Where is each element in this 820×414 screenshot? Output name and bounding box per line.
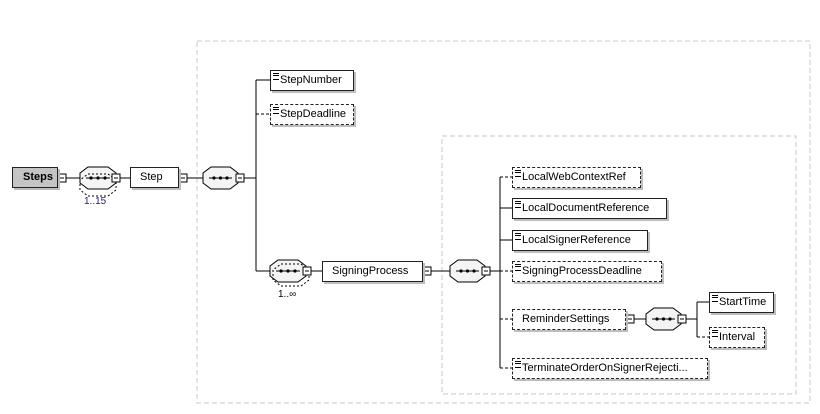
collapse-toggle-steps[interactable]	[57, 173, 67, 183]
element-local-document-reference[interactable]: LocalDocumentReference	[512, 198, 667, 219]
element-signing-process-deadline[interactable]: SigningProcessDeadline	[512, 261, 662, 282]
sequence-compositor-reminder[interactable]	[645, 307, 682, 331]
signing-content-group	[441, 135, 797, 395]
sequence-compositor-signing-process[interactable]	[449, 259, 486, 283]
collapse-toggle-step[interactable]	[178, 173, 188, 183]
element-signing-process-deadline-label: SigningProcessDeadline	[522, 265, 642, 277]
annotation-icon	[515, 233, 521, 240]
steps-multiplicity: 1..15	[84, 196, 107, 207]
annotation-icon	[712, 295, 718, 302]
element-reminder-settings[interactable]: ReminderSettings	[512, 309, 626, 330]
element-step[interactable]: Step	[130, 167, 179, 188]
element-terminate-order-label: TerminateOrderOnSignerRejecti...	[522, 362, 688, 374]
element-interval-label: Interval	[719, 331, 756, 343]
annotation-icon	[712, 330, 718, 337]
element-start-time-label: StartTime	[719, 296, 767, 308]
annotation-icon	[273, 107, 279, 114]
step-content-group	[196, 40, 811, 404]
element-step-deadline-label: StepDeadline	[280, 108, 347, 120]
element-local-web-context-ref[interactable]: LocalWebContextRef	[512, 167, 641, 188]
element-start-time[interactable]: StartTime	[709, 292, 774, 313]
element-signing-process[interactable]: SigningProcess	[322, 261, 423, 282]
element-terminate-order[interactable]: TerminateOrderOnSignerRejecti...	[512, 358, 708, 379]
collapse-toggle-reminder-sequence[interactable]	[677, 314, 687, 324]
collapse-toggle-signing-process-sequence[interactable]	[481, 266, 491, 276]
element-local-signer-reference-label: LocalSignerReference	[522, 234, 631, 246]
element-interval[interactable]: Interval	[709, 327, 765, 348]
annotation-icon	[515, 170, 521, 177]
element-steps-label: Steps	[23, 171, 53, 183]
element-steps[interactable]: Steps	[12, 167, 58, 188]
element-step-number-label: StepNumber	[280, 74, 342, 86]
element-step-label: Step	[140, 171, 163, 183]
sequence-compositor-steps[interactable]	[79, 166, 117, 197]
collapse-toggle-step-sequence[interactable]	[235, 173, 245, 183]
signing-multiplicity: 1..∞	[278, 289, 297, 300]
collapse-toggle-signing-sequence[interactable]	[302, 266, 312, 276]
sequence-compositor-step[interactable]	[202, 166, 239, 190]
annotation-icon	[273, 73, 279, 80]
element-local-web-context-ref-label: LocalWebContextRef	[522, 171, 626, 183]
element-reminder-settings-label: ReminderSettings	[522, 313, 610, 325]
collapse-toggle-signing[interactable]	[422, 266, 432, 276]
collapse-toggle-steps-sequence[interactable]	[111, 173, 121, 183]
annotation-icon	[515, 201, 521, 208]
collapse-toggle-reminder[interactable]	[625, 314, 635, 324]
element-local-document-reference-label: LocalDocumentReference	[522, 202, 650, 214]
element-step-deadline[interactable]: StepDeadline	[270, 104, 354, 125]
sequence-compositor-signing[interactable]	[269, 259, 310, 287]
annotation-icon	[515, 264, 521, 271]
element-local-signer-reference[interactable]: LocalSignerReference	[512, 230, 648, 251]
element-step-number[interactable]: StepNumber	[270, 70, 354, 91]
element-signing-process-label: SigningProcess	[332, 265, 409, 277]
annotation-icon	[515, 361, 521, 368]
